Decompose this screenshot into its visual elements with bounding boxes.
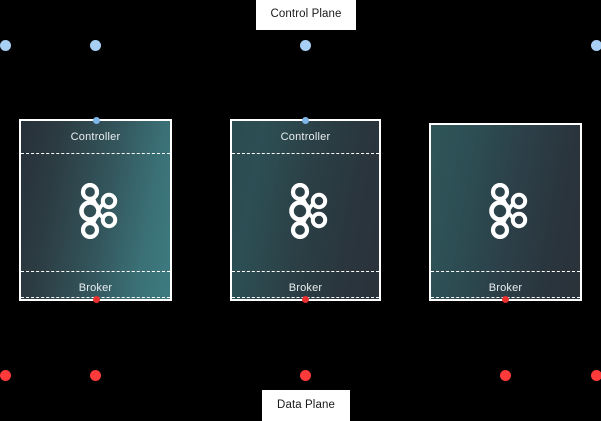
node-1-controller-label: Controller xyxy=(70,131,121,143)
node-2-broker-divider xyxy=(232,271,379,272)
node-3-broker-divider xyxy=(431,271,580,272)
kafka-logo-icon xyxy=(485,183,531,239)
data-dot-2[interactable] xyxy=(90,370,101,381)
node-1-data-connector-dot[interactable] xyxy=(93,296,100,303)
data-plane-label: Data Plane xyxy=(262,390,350,421)
control-dot-1[interactable] xyxy=(0,40,11,51)
control-plane-label: Control Plane xyxy=(256,0,356,30)
data-dot-3[interactable] xyxy=(300,370,311,381)
node-3-card[interactable]: Broker xyxy=(429,123,582,301)
control-dot-4[interactable] xyxy=(591,40,601,51)
node-1-broker-divider xyxy=(21,271,170,272)
node-1-controller-divider xyxy=(21,153,170,154)
node-1-control-connector-dot[interactable] xyxy=(93,117,100,124)
node-3-body: Broker xyxy=(431,125,580,299)
node-2-data-connector-dot[interactable] xyxy=(302,296,309,303)
node-2-controller-label: Controller xyxy=(280,131,331,143)
data-dot-1[interactable] xyxy=(0,370,11,381)
kafka-logo-icon xyxy=(285,183,331,239)
node-3-data-connector-dot[interactable] xyxy=(502,296,509,303)
control-dot-3[interactable] xyxy=(300,40,311,51)
data-dot-4[interactable] xyxy=(500,370,511,381)
kafka-logo-icon xyxy=(75,183,121,239)
control-dot-2[interactable] xyxy=(90,40,101,51)
node-2-broker-label: Broker xyxy=(288,282,323,294)
node-2-control-connector-dot[interactable] xyxy=(302,117,309,124)
data-dot-5[interactable] xyxy=(591,370,601,381)
node-2-controller-divider xyxy=(232,153,379,154)
node-3-broker-label: Broker xyxy=(488,282,523,294)
node-1-broker-label: Broker xyxy=(78,282,113,294)
